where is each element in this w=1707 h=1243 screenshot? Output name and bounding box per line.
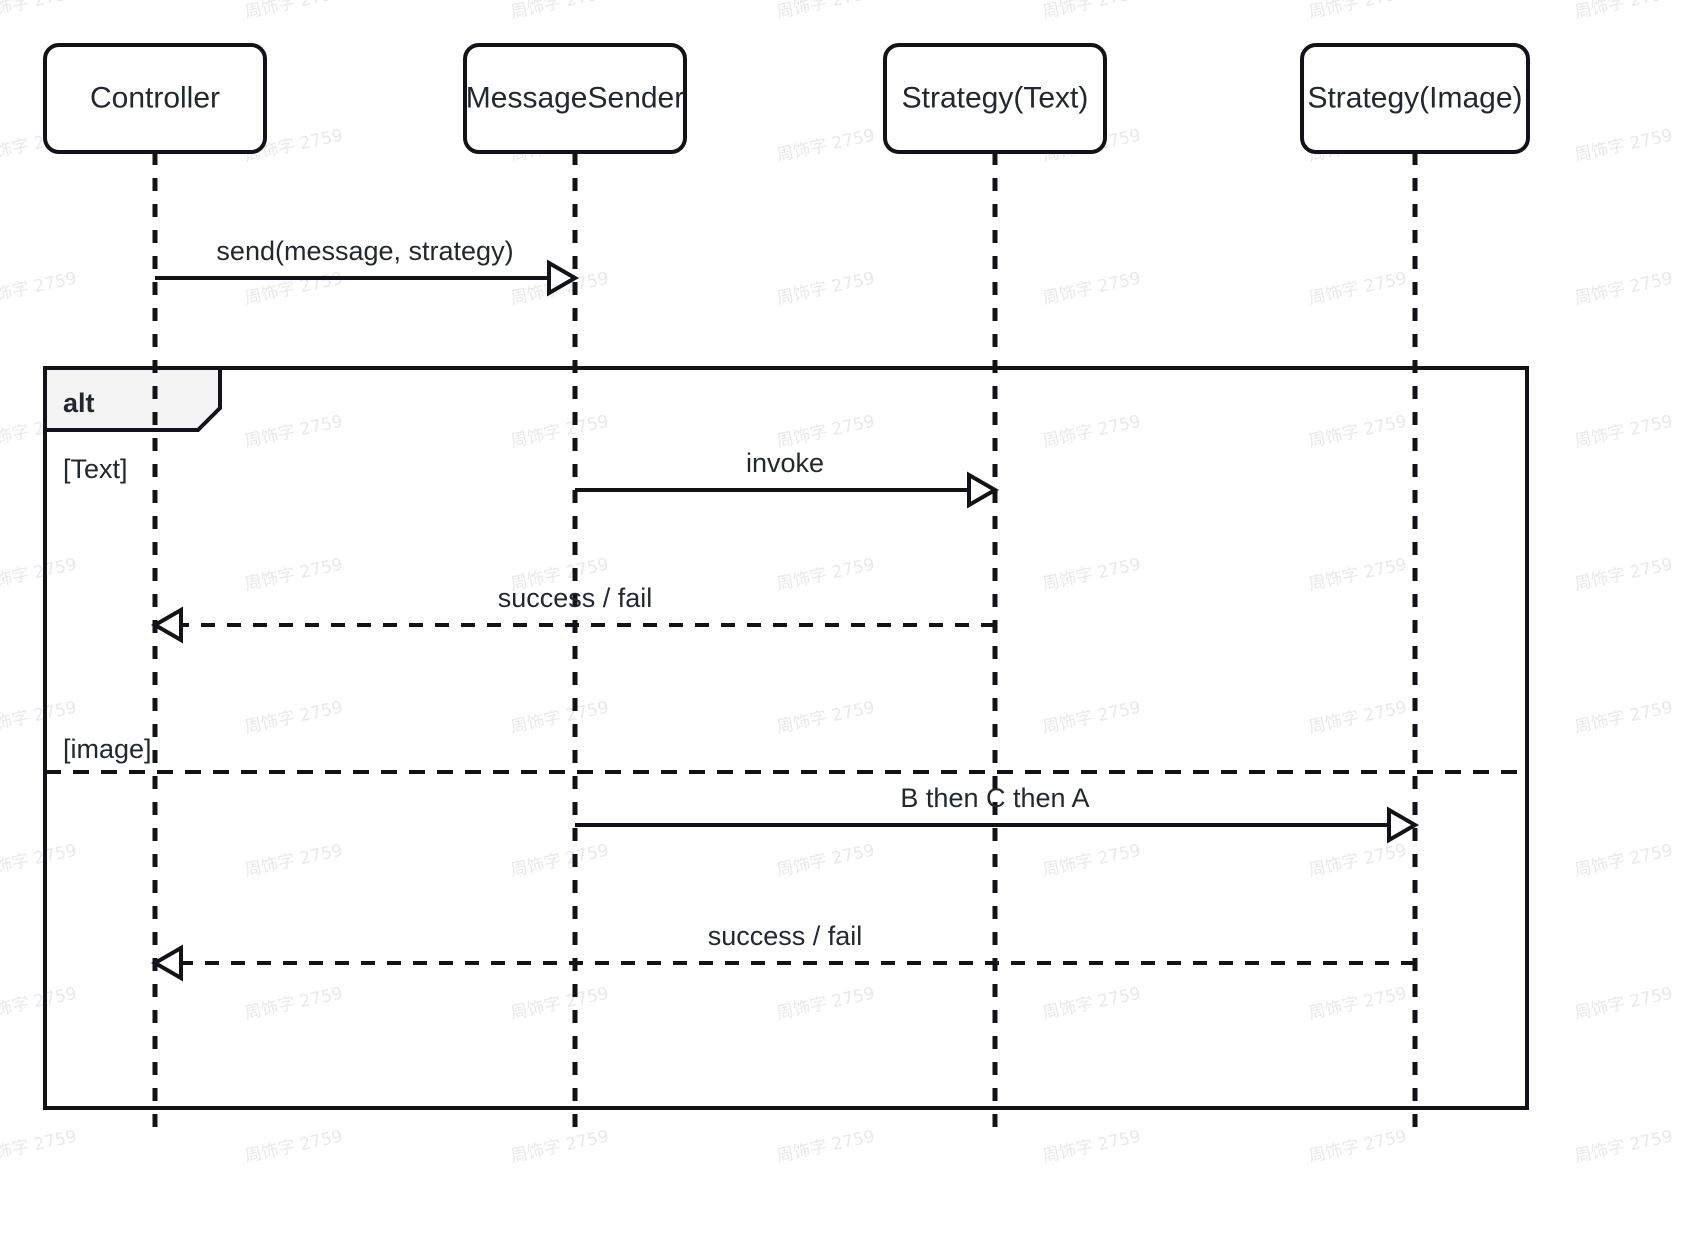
message-label-send: send(message, strategy) [216,236,513,266]
messages-layer: send(message, strategy) invoke success / f… [150,236,1420,982]
watermark-text: 周饰字 2759 [0,555,79,595]
watermark-text: 周饰字 2759 [1041,555,1143,595]
lifelines-layer [152,152,1418,1135]
watermark-text: 周饰字 2759 [243,1127,345,1167]
watermark-text: 周饰字 2759 [1573,269,1675,309]
watermark-text: 周饰字 2759 [243,698,345,738]
watermark-text: 周饰字 2759 [1573,0,1675,23]
watermark-text: 周饰字 2759 [509,698,611,738]
watermark-layer: 周饰字 2759 周饰字 2759 周饰字 2759 周饰字 2759 周饰字 2759… [0,0,1675,1167]
alt-fragment-border [43,366,1529,1110]
watermark-text: 周饰字 2759 [243,555,345,595]
watermark-text: 周饰字 2759 [1307,984,1409,1024]
watermark-text: 周饰字 2759 [1307,269,1409,309]
watermark-text: 周饰字 2759 [509,412,611,452]
watermark-text: 周饰字 2759 [1307,841,1409,881]
alt-fragment-layer: alt [Text] [image] [43,366,1529,1110]
watermark-text: 周饰字 2759 [1041,841,1143,881]
participant-box-strategy-text[interactable] [883,43,1107,154]
watermark-text: 周饰字 2759 [775,698,877,738]
watermark-text: 周饰字 2759 [775,0,877,23]
participant-label-strategy-text: Strategy(Text) [902,81,1089,114]
watermark-text: 周饰字 2759 [775,555,877,595]
watermark-text: 周饰字 2759 [509,0,611,23]
watermark-text: 周饰字 2759 [775,1127,877,1167]
watermark-text: 周饰字 2759 [1573,126,1675,166]
alt-fragment-tab [43,366,222,432]
participant-label-strategy-image: Strategy(Image) [1307,81,1522,114]
watermark-text: 周饰字 2759 [1573,1127,1675,1167]
watermark-text: 周饰字 2759 [509,841,611,881]
watermark-text: 周饰字 2759 [1307,698,1409,738]
watermark-text: 周饰字 2759 [0,841,79,881]
watermark-text: 周饰字 2759 [243,412,345,452]
watermark-text: 周饰字 2759 [1573,555,1675,595]
watermark-text: 周饰字 2759 [1573,412,1675,452]
watermark-text: 周饰字 2759 [1041,0,1143,23]
message-label-b-then-c-then-a: B then C then A [900,783,1089,813]
watermark-text: 周饰字 2759 [509,1127,611,1167]
watermark-text: 周饰字 2759 [775,269,877,309]
watermark-text: 周饰字 2759 [1307,555,1409,595]
participant-box-strategy-image[interactable] [1300,43,1530,154]
arrowhead-b-then-c-then-a [1387,806,1420,844]
watermark-text: 周饰字 2759 [1041,412,1143,452]
alt-operator-label: alt [63,388,95,418]
watermark-text: 周饰字 2759 [1041,269,1143,309]
watermark-text: 周饰字 2759 [243,269,345,309]
watermark-text: 周饰字 2759 [509,984,611,1024]
message-label-invoke: invoke [746,448,824,478]
watermark-text: 周饰字 2759 [775,126,877,166]
watermark-text: 周饰字 2759 [1041,1127,1143,1167]
arrowhead-return-image [150,944,183,982]
participant-box-controller[interactable] [43,43,267,154]
watermark-text: 周饰字 2759 [1041,698,1143,738]
watermark-text: 周饰字 2759 [1307,0,1409,23]
watermark-text: 周饰字 2759 [0,269,79,309]
watermark-text: 周饰字 2759 [775,984,877,1024]
guard-condition-operand-image: [image] [63,734,152,764]
watermark-text: 周饰字 2759 [775,841,877,881]
watermark-text: 周饰字 2759 [1573,698,1675,738]
watermark-text: 周饰字 2759 [1573,841,1675,881]
message-label-return-text: success / fail [498,583,653,613]
watermark-text: 周饰字 2759 [0,984,79,1024]
participant-label-message-sender: MessageSender [466,81,684,114]
arrowhead-invoke [967,471,1000,509]
arrowhead-send [547,259,580,297]
watermark-text: 周饰字 2759 [775,412,877,452]
guard-condition-operand-text: [Text] [63,454,128,484]
watermark-text: 周饰字 2759 [243,984,345,1024]
watermark-text: 周饰字 2759 [1307,1127,1409,1167]
watermark-text: 周饰字 2759 [243,0,345,23]
watermark-text: 周饰字 2759 [0,1127,79,1167]
arrowhead-return-text [150,606,183,644]
participant-label-controller: Controller [90,81,220,114]
watermark-text: 周饰字 2759 [1041,984,1143,1024]
watermark-text: 周饰字 2759 [1573,984,1675,1024]
watermark-text: 周饰字 2759 [1307,412,1409,452]
watermark-text: 周饰字 2759 [0,0,79,23]
watermark-text: 周饰字 2759 [243,841,345,881]
participant-box-message-sender[interactable] [463,43,687,154]
watermark-text: 周饰字 2759 [0,698,79,738]
message-label-return-image: success / fail [708,921,863,951]
participants-layer: Controller MessageSender Strategy(Text) Str… [43,43,1530,154]
